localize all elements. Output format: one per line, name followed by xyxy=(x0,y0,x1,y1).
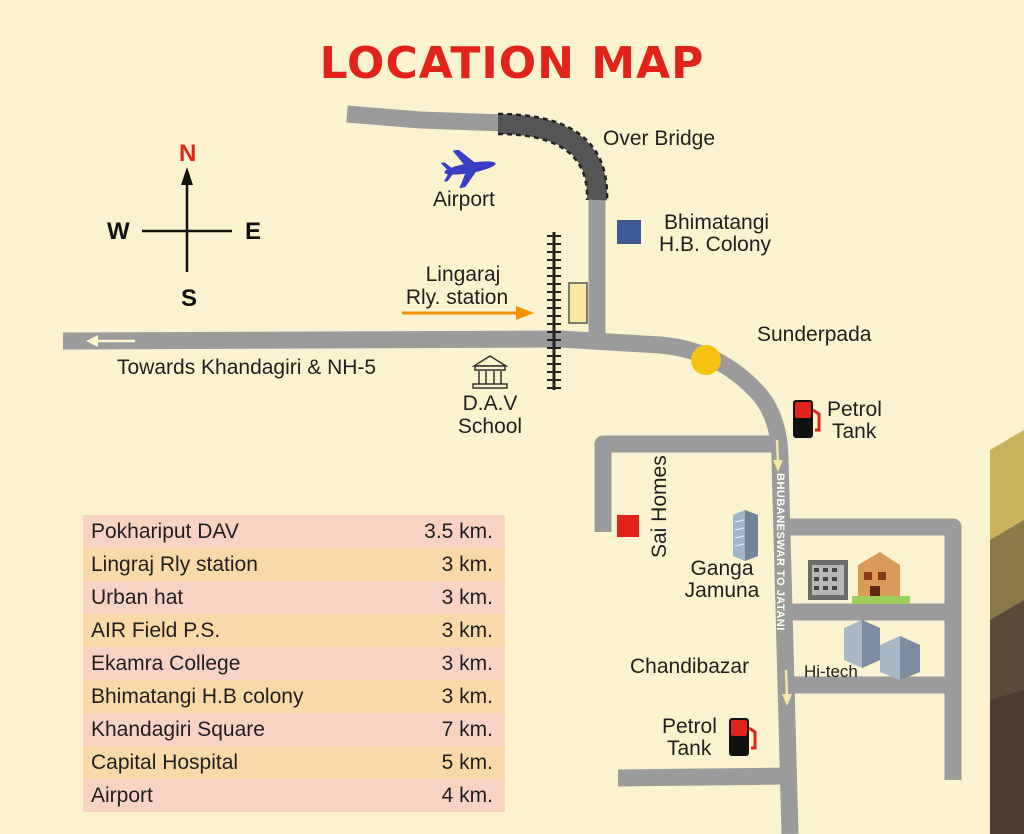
place-name: Urban hat xyxy=(83,581,387,614)
petrol-tank-2-label-2: Tank xyxy=(667,737,712,760)
hi-tech-label: Hi-tech xyxy=(804,662,858,681)
building-icon-apartments xyxy=(808,552,910,604)
chandibazar-label: Chandibazar xyxy=(630,655,750,678)
petrol-tank-1-label-2: Tank xyxy=(832,420,877,443)
bhimatangi-label-2: H.B. Colony xyxy=(659,233,772,256)
road-name-label: BHUBANESWAR TO JATANI xyxy=(774,473,786,631)
distance-value: 3.5 km. xyxy=(386,515,505,548)
lingaraj-label: Lingaraj xyxy=(425,263,501,286)
distance-value: 5 km. xyxy=(386,746,505,779)
road-network xyxy=(62,105,962,834)
petrol-tank-1-label: Petrol xyxy=(827,398,882,421)
terrain-decoration xyxy=(990,430,1024,834)
compass-cross xyxy=(142,178,232,272)
direction-arrow-left xyxy=(86,335,135,347)
lingaraj-label-2: Rly. station xyxy=(405,286,509,309)
place-name: Ekamra College xyxy=(83,647,387,680)
ganga-jamuna-label-2: Jamuna xyxy=(684,579,760,602)
bhimatangi-label: Bhimatangi xyxy=(664,211,770,234)
place-name: Lingraj Rly station xyxy=(83,548,387,581)
place-name: Airport xyxy=(83,779,387,812)
road-bottom xyxy=(617,767,791,787)
distance-value: 3 km. xyxy=(386,548,505,581)
station-arrow xyxy=(402,306,534,320)
bhimatangi-marker xyxy=(617,220,641,244)
sunderpada-junction xyxy=(691,345,721,375)
compass-east: E xyxy=(245,218,262,245)
distance-value: 4 km. xyxy=(386,779,505,812)
towards-khandagiri-label: Towards Khandagiri & NH-5 xyxy=(117,356,377,379)
table-row: AIR Field P.S.3 km. xyxy=(83,614,505,647)
sunderpada-label: Sunderpada xyxy=(757,323,872,346)
road-top xyxy=(346,105,506,132)
distance-value: 7 km. xyxy=(386,713,505,746)
over-bridge-label: Over Bridge xyxy=(603,127,716,150)
place-name: AIR Field P.S. xyxy=(83,614,387,647)
distance-value: 3 km. xyxy=(386,581,505,614)
road-grid-right xyxy=(785,518,962,780)
sai-homes-marker xyxy=(617,515,639,537)
petrol-pump-icon xyxy=(729,718,757,756)
road-main xyxy=(62,330,799,834)
compass-west: W xyxy=(107,218,130,245)
station-building xyxy=(568,282,588,324)
compass-north: N xyxy=(179,140,197,167)
building-icon-ganga-jamuna xyxy=(733,510,758,561)
place-name: Capital Hospital xyxy=(83,746,387,779)
railway-track xyxy=(547,232,561,390)
road-sai-homes xyxy=(594,435,775,532)
north-arrow-icon xyxy=(181,167,193,185)
distance-value: 3 km. xyxy=(386,647,505,680)
dav-label-2: School xyxy=(457,415,523,438)
distance-value: 3 km. xyxy=(386,614,505,647)
place-name: Pokhariput DAV xyxy=(83,515,387,548)
over-bridge xyxy=(497,112,609,201)
school-icon xyxy=(471,355,509,389)
airport-label: Airport xyxy=(433,188,495,211)
distance-value: 3 km. xyxy=(386,680,505,713)
building-icon-hi-tech xyxy=(844,620,920,680)
compass-south: S xyxy=(181,285,198,312)
sai-homes-label: Sai Homes xyxy=(648,455,671,558)
ganga-jamuna-label: Ganga xyxy=(690,557,754,580)
airplane-icon xyxy=(440,149,496,189)
place-name: Bhimatangi H.B colony xyxy=(83,680,387,713)
petrol-tank-2-label: Petrol xyxy=(662,715,717,738)
map-title: LOCATION MAP xyxy=(319,38,705,89)
petrol-pump-icon xyxy=(793,400,821,438)
place-name: Khandagiri Square xyxy=(83,713,387,746)
dav-label: D.A.V xyxy=(462,392,518,415)
road-direction-arrows xyxy=(773,439,792,706)
